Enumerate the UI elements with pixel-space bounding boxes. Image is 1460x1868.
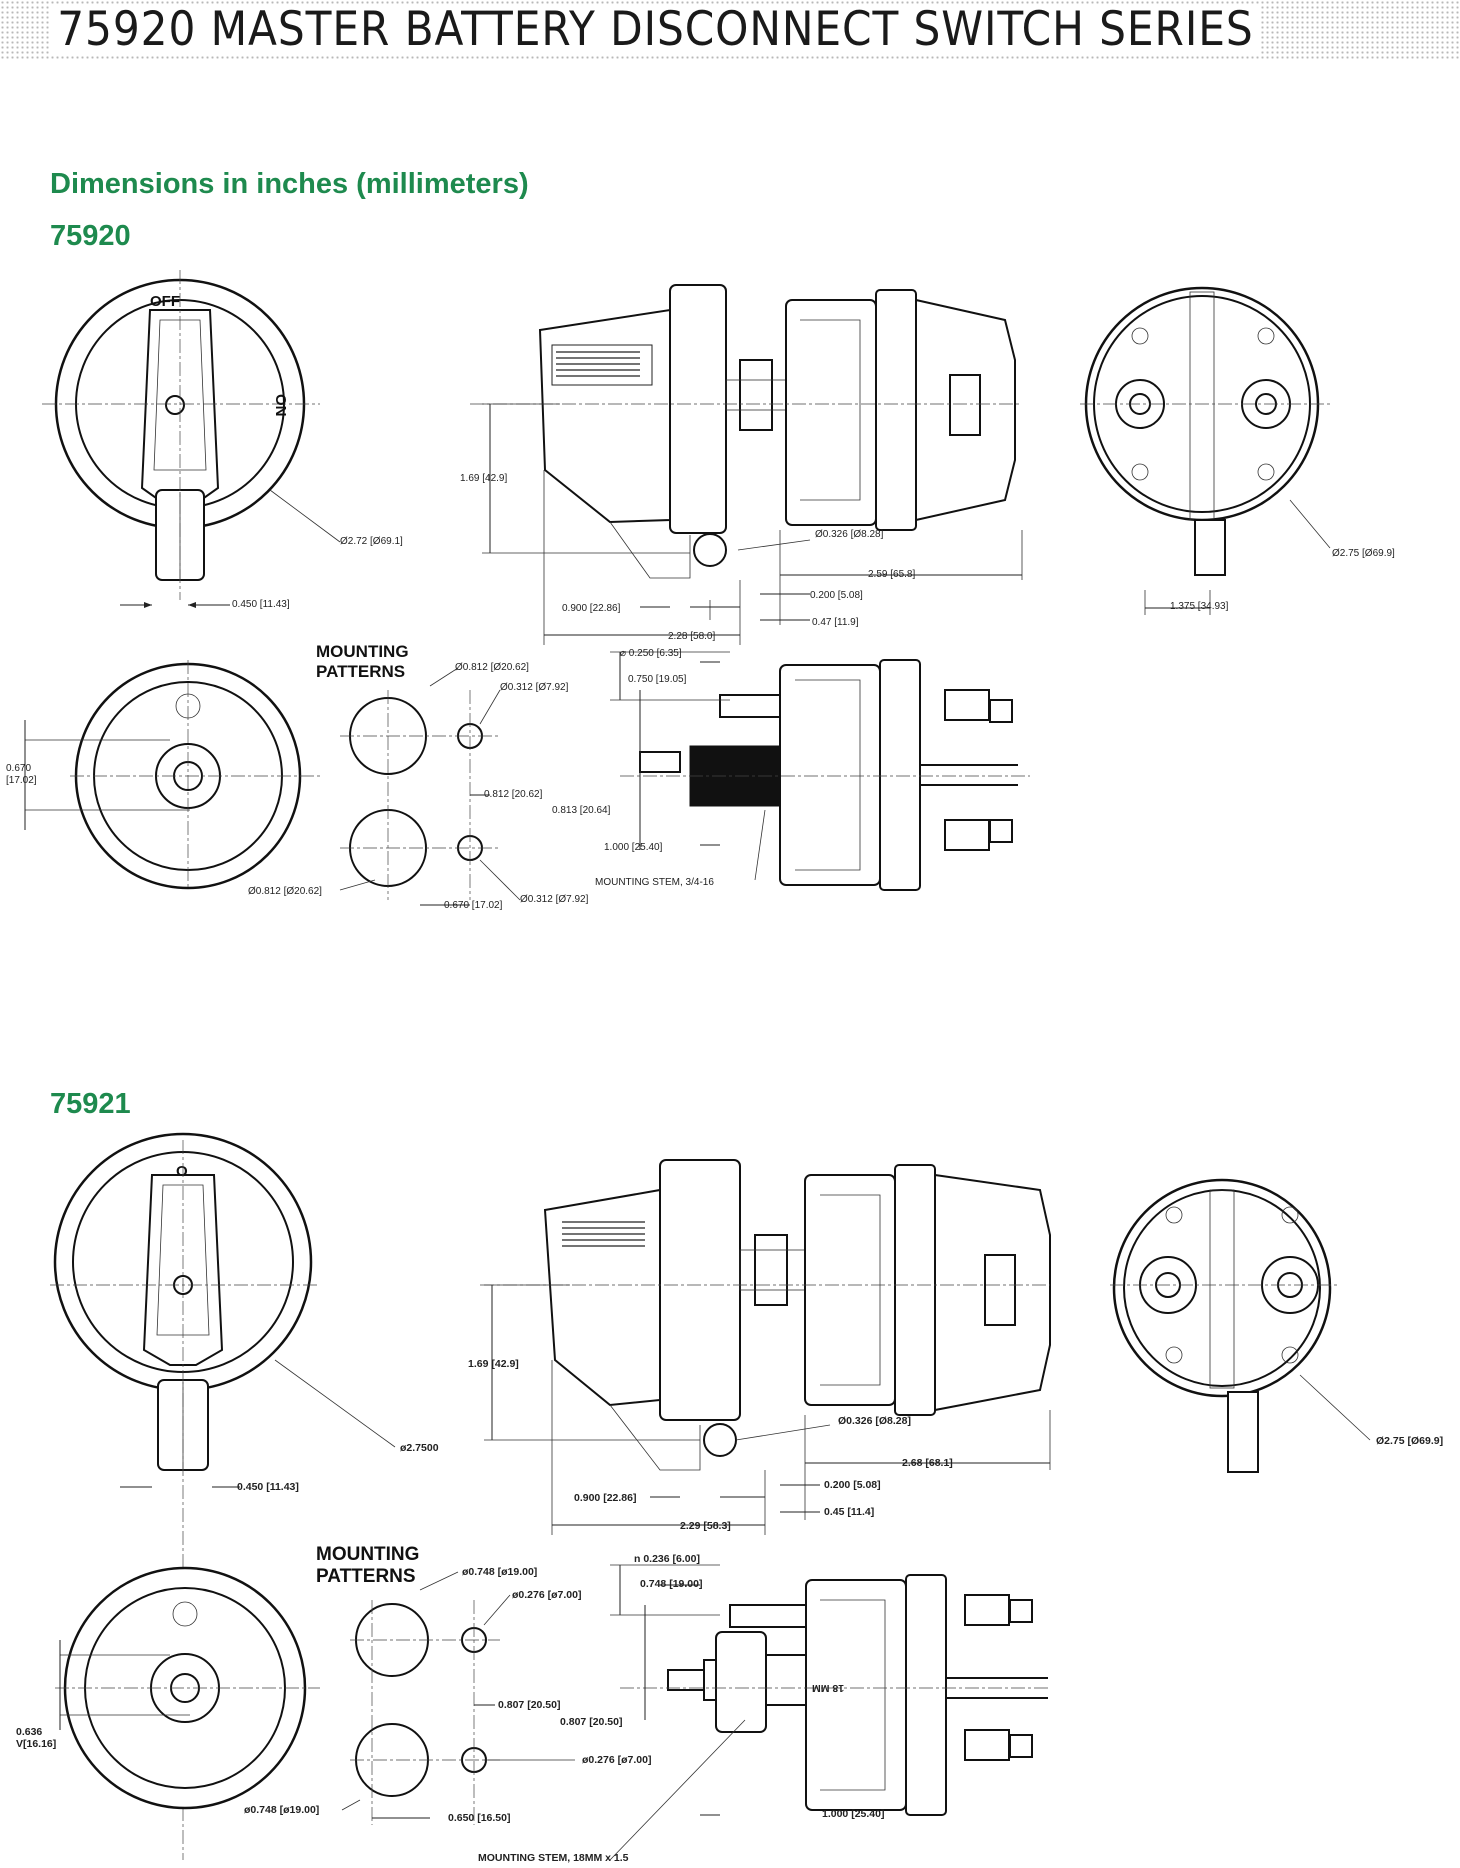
b-side-0236-label: n 0.236 [6.00] xyxy=(634,1553,700,1565)
model-a-bottom-view xyxy=(24,660,320,890)
page-title: 75920 MASTER BATTERY DISCONNECT SWITCH S… xyxy=(50,4,1261,56)
model-a-side-view xyxy=(470,284,1023,645)
b-dia-right-label: Ø2.75 [Ø69.9] xyxy=(1376,1435,1444,1447)
model-b-side-view xyxy=(480,1159,1051,1535)
b-handle-width-label: 0.450 [11.43] xyxy=(237,1481,299,1493)
a-mp-offset-label: 0.670 [17.02] xyxy=(444,900,503,911)
a-dim-228-label: 2.28 [58.0] xyxy=(668,631,716,642)
b-mounting-patterns-heading: MOUNTING PATTERNS xyxy=(316,1544,420,1587)
a-stem-label: MOUNTING STEM, 3/4-16 xyxy=(595,877,714,888)
model-b-right-view xyxy=(1110,1178,1371,1473)
model-b-bottom-view xyxy=(55,1566,320,1810)
a-mp-small-top-label: Ø0.312 [Ø7.92] xyxy=(500,682,569,693)
model-b-mounting-patterns xyxy=(341,1571,575,1825)
b-height-label: 1.69 [42.9] xyxy=(468,1358,519,1370)
a-mounting-patterns-heading: MOUNTING PATTERNS xyxy=(316,642,409,681)
a-height-label: 1.69 [42.9] xyxy=(460,473,508,484)
a-offset-left-label: 0.670 [17.02] xyxy=(6,763,37,786)
a-side-0250-label: ⌀ 0.250 [6.35] xyxy=(620,648,682,659)
b-mp-spacing-label: 0.807 [20.50] xyxy=(498,1699,561,1711)
a-dia-right-label: Ø2.75 [Ø69.9] xyxy=(1332,548,1395,559)
model-a-right-view xyxy=(1080,286,1331,615)
b-side-1000-label: 1.000 [25.40] xyxy=(822,1808,885,1820)
handle-off-text-b: O xyxy=(176,1163,188,1180)
a-dim-0200-label: 0.200 [5.08] xyxy=(810,590,863,601)
b-mp-small-bottom-label: ø0.276 [ø7.00] xyxy=(582,1754,652,1766)
a-dim-047-label: 0.47 [11.9] xyxy=(812,617,859,628)
b-dim-0900-label: 0.900 [22.86] xyxy=(574,1492,637,1504)
section-heading: Dimensions in inches (millimeters) xyxy=(50,168,529,200)
b-dim-045-label: 0.45 [11.4] xyxy=(824,1506,875,1518)
b-side-0748-label: 0.748 [19.00] xyxy=(640,1578,703,1590)
model-b-side-view-2 xyxy=(609,1564,1050,1861)
b-stem-label: MOUNTING STEM, 18MM x 1.5 xyxy=(478,1852,629,1864)
handle-on-text: ON xyxy=(272,394,289,417)
model-a-title: 75920 xyxy=(50,220,131,252)
model-b-title: 75921 xyxy=(50,1088,131,1120)
a-mp-big-bottom-label: Ø0.812 [Ø20.62] xyxy=(248,886,322,897)
a-depth-total-label: 2.59 [65.8] xyxy=(868,569,916,580)
a-hole-dia-label: Ø0.326 [Ø8.28] xyxy=(815,529,884,540)
b-mp-offset-label: 0.650 [16.50] xyxy=(448,1812,511,1824)
a-mp-big-top-label: Ø0.812 [Ø20.62] xyxy=(455,662,529,673)
b-mp-small-top-label: ø0.276 [ø7.00] xyxy=(512,1589,582,1601)
b-depth-total-label: 2.68 [68.1] xyxy=(902,1457,953,1469)
a-handle-width-label: 0.450 [11.43] xyxy=(232,599,290,610)
a-side-0813-label: 0.813 [20.64] xyxy=(552,805,611,816)
b-dim-0200-label: 0.200 [5.08] xyxy=(824,1479,881,1491)
b-dim-229-label: 2.29 [58.3] xyxy=(680,1520,731,1532)
b-offset-left-label: 0.636 V[16.16] xyxy=(16,1726,57,1750)
a-side-1000-label: 1.000 [25.40] xyxy=(604,842,663,853)
a-mp-spacing-label: 0.812 [20.62] xyxy=(484,789,543,800)
model-b-front-view: O xyxy=(50,1132,396,1860)
b-dia-body-label: ø2.7500 xyxy=(400,1442,439,1454)
model-a-mounting-patterns xyxy=(339,667,521,906)
b-side-0807-label: 0.807 [20.50] xyxy=(560,1716,623,1728)
b-metric-label: 18 MM xyxy=(812,1682,845,1694)
model-a-side-view-2 xyxy=(610,651,1030,891)
b-mp-big-bottom-label: ø0.748 [ø19.00] xyxy=(244,1804,320,1816)
b-hole-dia-label: Ø0.326 [Ø8.28] xyxy=(838,1415,911,1427)
model-a-front-view: OFF ON xyxy=(42,270,341,608)
a-side-0750-label: 0.750 [19.05] xyxy=(628,674,687,685)
a-mp-small-bottom-label: Ø0.312 [Ø7.92] xyxy=(520,894,589,905)
handle-off-text: OFF xyxy=(150,293,180,310)
a-dim-1375-label: 1.375 [34.93] xyxy=(1170,601,1229,612)
a-dia-body-label: Ø2.72 [Ø69.1] xyxy=(340,536,403,547)
b-mp-big-top-label: ø0.748 [ø19.00] xyxy=(462,1566,538,1578)
a-dim-0900-label: 0.900 [22.86] xyxy=(562,603,621,614)
